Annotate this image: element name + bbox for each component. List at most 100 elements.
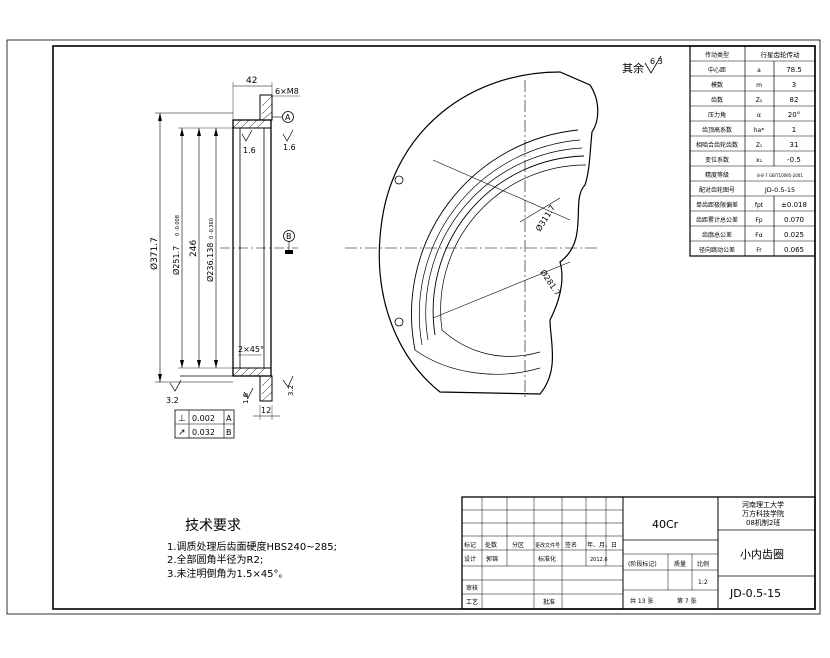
arc-4 [432, 155, 585, 336]
tb-part-name: 小内齿圈 [740, 547, 784, 561]
tb-left-grid [462, 497, 623, 609]
flange-bottom [259, 375, 273, 402]
section-view: Ø371.7 Ø251.7 0 -0.008 246 Ø236.138 0 -0… [149, 76, 300, 439]
param-value: 0.025 [784, 231, 804, 239]
tol-symbol-2: ↗ [178, 428, 186, 438]
param-name: 相啮合齿轮齿数 [696, 141, 738, 149]
dim-leader-311-tail [519, 197, 561, 223]
param-name: 配对齿轮图号 [699, 186, 735, 194]
param-symbol: m [756, 82, 762, 89]
param-symbol: a [757, 67, 761, 74]
param-value: 行星齿轮传动 [761, 50, 801, 59]
front-view: Ø311.7 Ø281.7 [345, 71, 600, 400]
param-symbol: x₂ [756, 157, 763, 164]
datum-a-marker [282, 111, 294, 123]
dim-246: 246 [189, 240, 199, 257]
hatch-top [232, 95, 273, 129]
param-value: 3 [792, 81, 796, 89]
param-name: 齿廓总公差 [702, 231, 732, 239]
arc-3 [425, 147, 583, 341]
tb-stage-label: (阶段标记) [628, 560, 657, 568]
tech-requirements: 技术要求 1.调质处理后齿面硬度HBS240~285; 2.全部圆角半径为R2;… [167, 518, 337, 580]
title-block-frame [461, 496, 816, 610]
tb-scale: 1:2 [698, 579, 708, 586]
dim-42: 42 [246, 76, 257, 86]
param-value: 0.065 [784, 246, 804, 254]
tol-datum-1: A [226, 414, 232, 423]
roughness-symbol-icon [282, 129, 294, 142]
tb-approve-label: 批准 [543, 598, 555, 606]
front-dim-1: Ø311.7 [533, 203, 557, 233]
dim-12: 12 [261, 406, 271, 415]
tb-designer-label: 设计 [464, 555, 476, 563]
roughness-symbol-icon [243, 387, 254, 399]
dim-dia-2-tol: 0 -0.008 [175, 215, 181, 236]
param-symbol: Fr [756, 247, 762, 254]
roughness-note-value: 6.3 [650, 57, 663, 66]
param-name: 变位系数 [705, 156, 729, 164]
param-symbol: Z₂ [756, 97, 763, 104]
front-dim-2: Ø281.7 [538, 268, 563, 298]
ring-section-body [232, 119, 272, 377]
param-value: 20° [788, 111, 800, 119]
param-symbol: α [757, 112, 761, 119]
dim-dia-4-tol: 0 -0.360 [209, 218, 215, 239]
param-value: ±0.018 [781, 201, 807, 209]
tb-change-label: 更改文件号 [535, 542, 560, 549]
roughness-symbol-icon [282, 375, 294, 388]
roughness-note: 其余 6.3 [622, 55, 663, 75]
inner-border [52, 45, 816, 610]
param-name: 中心距 [708, 66, 726, 74]
param-symbol: Fα [755, 232, 762, 239]
thread-label: 6×M8 [275, 87, 299, 96]
chamfer-label: 2×45° [238, 345, 264, 354]
tb-weight-label: 质量 [674, 560, 686, 568]
tol-symbol-1: ⊥ [178, 414, 186, 424]
param-name: 齿顶高系数 [702, 126, 732, 134]
param-name: 径向跳动公差 [699, 246, 735, 254]
param-value: JD-0.5-15 [764, 186, 795, 194]
tb-sheet-no: 第 7 张 [677, 597, 697, 605]
dim-leader-311 [432, 159, 571, 221]
tech-req-item: 1.调质处理后齿面硬度HBS240~285; [167, 540, 337, 553]
param-value: 0.070 [784, 216, 804, 224]
tb-ratio-label: 比例 [697, 560, 709, 568]
param-name: 压力角 [708, 111, 726, 119]
tb-school-1: 河南理工大学 [742, 500, 784, 509]
tb-school-2: 万方科技学院 [742, 509, 784, 518]
tb-craft-label: 工艺 [466, 598, 478, 606]
tb-date-label: 年、月、日 [587, 541, 617, 549]
bolt-hole [394, 317, 404, 327]
dim-dia-2: Ø251.7 [171, 246, 181, 275]
tb-drawing-no: JD-0.5-15 [729, 587, 781, 600]
front-view-outline [378, 71, 599, 395]
dim-dia-outer: Ø371.7 [149, 237, 160, 270]
param-value: 82 [790, 96, 799, 104]
param-symbol: Z₁ [756, 142, 763, 149]
tol-datum-2: B [226, 428, 232, 437]
rough-5: 3.2 [166, 396, 179, 405]
roughness-symbol-icon [644, 55, 662, 74]
dim-dia-4: Ø236.138 [205, 243, 215, 282]
rough-4: 3.2 [287, 385, 295, 396]
dim-leader-281 [432, 261, 571, 319]
tb-school-3: 08机制2班 [746, 518, 780, 527]
tb-date: 2012.6 [590, 557, 608, 563]
rough-2: 1.6 [283, 143, 296, 152]
roughness-symbol-icon [169, 379, 182, 392]
arc-bottom-inner [441, 329, 541, 357]
arc-outer [411, 129, 579, 351]
outer-border [6, 39, 821, 615]
arc-bottom-outer [414, 349, 541, 375]
param-value: -0.5 [787, 156, 801, 164]
tb-review-label: 审核 [466, 584, 478, 592]
datum-b-triangle-icon [285, 250, 293, 254]
bolt-hole [394, 175, 404, 185]
tb-count-label: 处数 [485, 541, 497, 549]
rough-1: 1.6 [243, 146, 256, 155]
param-value: 31 [790, 141, 799, 149]
param-name: 齿距累计总公差 [696, 216, 738, 224]
